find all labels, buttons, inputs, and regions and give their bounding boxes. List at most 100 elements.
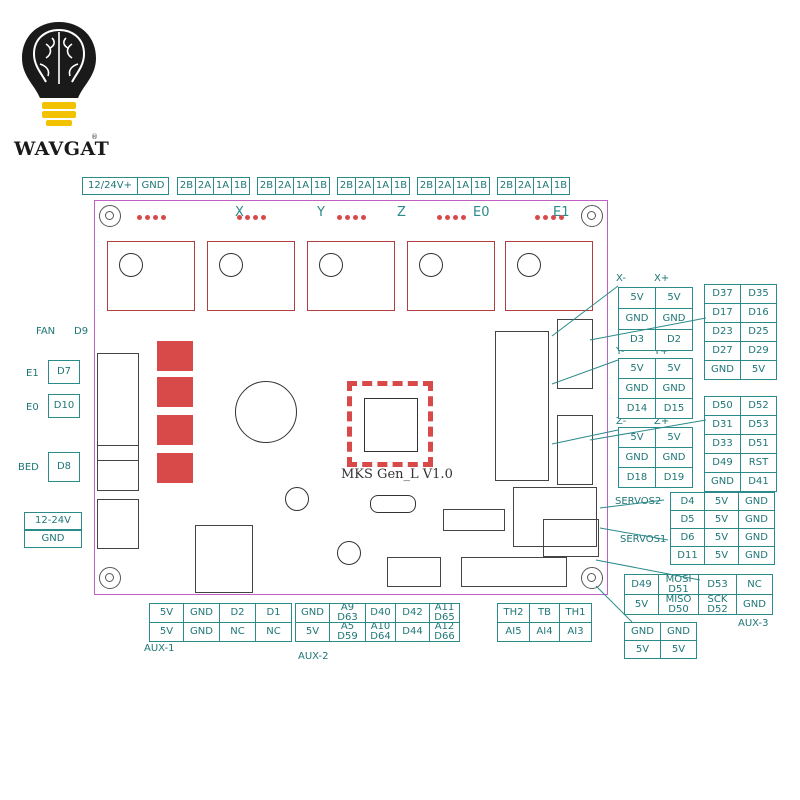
aux2-r0-c4: A11 D65 [429,603,460,623]
driver-pot-4 [517,253,541,277]
servo-header [513,487,597,547]
mosfet-1 [157,341,193,371]
motor-connector-pin [261,215,266,220]
fan-pin-label: D9 [74,326,89,337]
aux3-r0-c1: MOSI D51 [658,574,699,595]
motor-0-pin-3: 1B [231,177,250,195]
servos2-label: SERVOS2 [615,496,662,507]
power-gnd: GND [24,530,82,548]
thermistor-header [461,557,567,587]
motor-connector-pin [453,215,458,220]
x-plus-label: X+ [654,273,670,284]
y-plus-label: Y+ [654,346,669,357]
e0-pin: D10 [48,394,80,418]
driver-pot-2 [319,253,343,277]
aux2-label: AUX-2 [298,651,329,662]
fan-label: FAN [36,326,56,337]
z-plus-label: Z+ [654,416,670,427]
driver-pot-0 [119,253,143,277]
motor-connector-pin [461,215,466,220]
endstop-x-r2-c1: D2 [655,329,693,351]
motor-connector-pin [345,215,350,220]
aux1-r1-c3: NC [255,622,292,642]
bed-label: BED [18,462,39,473]
motor-connector-pin [153,215,158,220]
motor-4-pin-3: 1B [551,177,570,195]
bed-pin: D8 [48,452,80,482]
motor-3-pin-3: 1B [471,177,490,195]
board-motor-y-label: Y [317,205,325,220]
endstop-header [495,331,549,481]
board-motor-e1-label: E1 [553,205,570,220]
e1-label: E1 [26,368,39,379]
motor-connector-pin [253,215,258,220]
capacitor-2 [337,541,361,565]
mosfet-4 [157,453,193,483]
terminal-block-heaters [97,353,139,461]
endstop-z-r2-c1: D19 [655,467,693,488]
mosfet-2 [157,377,193,407]
brand-name: WAVGAT [14,138,110,160]
board-name: MKS Gen_L V1.0 [341,467,453,482]
aux3-header [543,519,599,557]
motor-connector-pin [535,215,540,220]
usb-connector [195,525,253,593]
motor-connector-pin [437,215,442,220]
aux3-r0-c3: NC [736,574,773,595]
motor-connector-pin [559,215,564,220]
motor-1-pin-3: 1B [311,177,330,195]
driver-socket-1 [207,241,295,311]
thermistor-r0-c2: TH1 [559,603,592,623]
motor-connector-pin [137,215,142,220]
driver-pot-3 [419,253,443,277]
motor-1-pin-0: 2B [257,177,276,195]
motor-connector-pin [245,215,250,220]
aux1-header [387,557,441,587]
driver-pot-1 [219,253,243,277]
driver-socket-4 [505,241,593,311]
driver-socket-3 [407,241,495,311]
motor-connector-pin [445,215,450,220]
aux2-header [443,509,505,531]
e0-label: E0 [26,402,39,413]
polyfuse [235,381,297,443]
power-vin: 12-24V [24,512,82,530]
mks-gen-l-board: X Y Z E0 E1 MKS Gen_L V1.0 [94,200,608,595]
motor-connector-pin [551,215,556,220]
mounting-hole-tl [99,205,121,227]
y-minus-label: Y- [616,346,625,357]
thermistor-r1-c2: AI3 [559,622,592,642]
mounting-hole-br [581,567,603,589]
motor-2-pin-3: 1B [391,177,410,195]
motor-2-pin-2: 1A [373,177,392,195]
aux2-r1-c0: 5V [295,622,330,642]
motor-connector-pin [361,215,366,220]
motor-connector-pin [237,215,242,220]
terminal-block-power [97,499,139,549]
driver-socket-2 [307,241,395,311]
servos1-label: SERVOS1 [620,534,667,545]
capacitor-1 [285,487,309,511]
motor-1-pin-1: 2A [275,177,294,195]
mcu-chip [347,381,433,467]
aux4-top-r4-c1: 5V [740,360,777,380]
driver-socket-0 [107,241,195,311]
aux4-header-2 [557,415,593,485]
top-power-vin: 12/24V+ [82,177,138,195]
aux3-bottom-r1-c1: 5V [660,640,697,659]
motor-connector-pin [161,215,166,220]
top-power-gnd: GND [137,177,169,195]
z-minus-label: Z- [616,416,627,427]
servo-pins-r3-c2: GND [738,546,775,565]
mounting-hole-bl [99,567,121,589]
motor-connector-pin [145,215,150,220]
aux4-top-r4-c0: GND [704,360,741,380]
logo [16,18,102,138]
registered-mark: ® [91,133,98,141]
endstop-y-r2-c1: D15 [655,398,693,419]
crystal [370,495,416,513]
board-motor-e0-label: E0 [473,205,490,220]
aux2-r1-c4: A12 D66 [429,622,460,642]
motor-connector-pin [543,215,548,220]
